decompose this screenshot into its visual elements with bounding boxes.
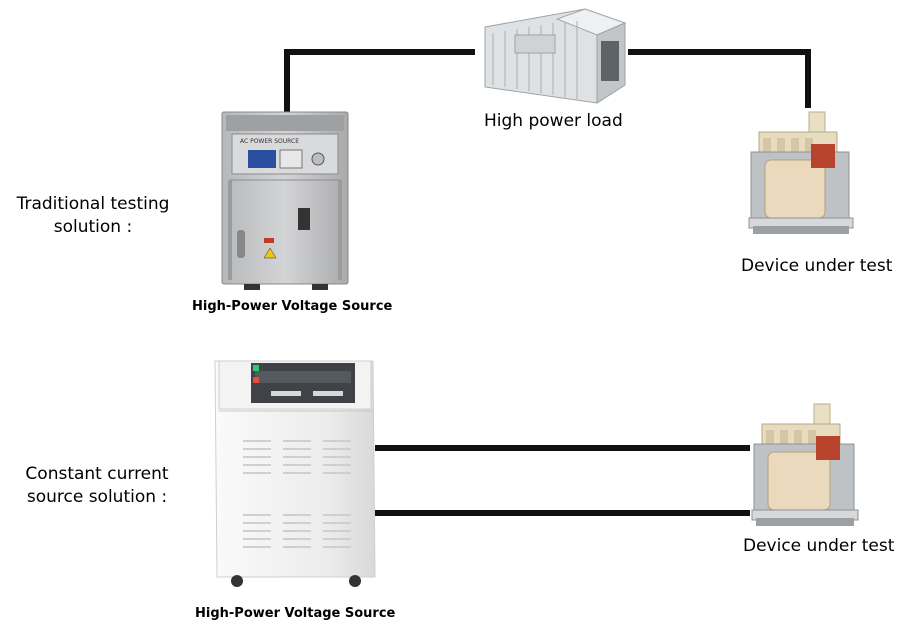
high-power-load-container — [484, 8, 627, 104]
transformer-device-bottom — [751, 403, 859, 526]
constant-current-label: Constant current source solution : — [12, 463, 182, 509]
voltage-source-cabinet: AC POWER SOURCE — [221, 111, 349, 290]
constant-current-device-caption: Device under test — [743, 536, 895, 556]
constant-current-source-cabinet — [214, 360, 376, 587]
transformer-device-top — [748, 111, 854, 234]
constant-current-label-line2: source solution : — [26, 487, 168, 507]
constant-current-label-line1: Constant current — [25, 464, 169, 484]
high-power-load-caption: High power load — [484, 111, 623, 131]
panel-brand-text: AC POWER SOURCE — [240, 138, 299, 145]
traditional-device-caption: Device under test — [741, 256, 893, 276]
wire-source-to-load — [284, 49, 475, 112]
wire-load-to-device — [628, 49, 811, 108]
traditional-label-line2: solution : — [53, 217, 133, 237]
traditional-source-caption: High-Power Voltage Source — [192, 299, 393, 314]
traditional-label-line1: Traditional testing — [16, 194, 170, 214]
constant-current-source-caption: High-Power Voltage Source — [195, 606, 396, 621]
traditional-label: Traditional testing solution : — [8, 193, 178, 239]
